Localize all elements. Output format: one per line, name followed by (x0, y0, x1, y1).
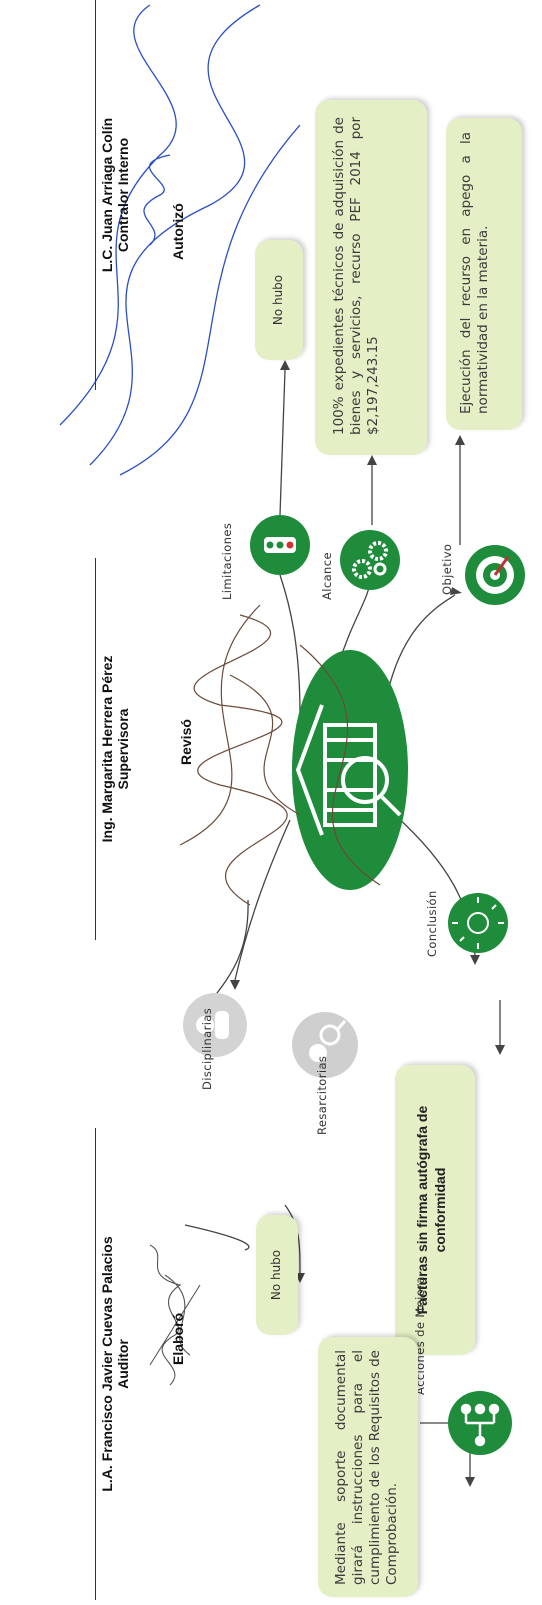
limitations-text: No hubo (271, 274, 285, 326)
people-search-icon (292, 1012, 358, 1078)
gears-icon (340, 530, 400, 590)
signature-authorized (59, 4, 301, 476)
reviewed-role: Supervisora (115, 708, 131, 790)
hierarchy-icon (448, 1391, 512, 1455)
prepared-title: Elaboró (170, 1312, 186, 1365)
limitations-label: Limitaciones (220, 522, 234, 600)
objective-label: Objetivo (440, 543, 454, 595)
disciplinarias-label: Disciplinarias (200, 1007, 214, 1090)
improvement-text: Mediante soporte documental girará instr… (333, 1350, 400, 1585)
conclusion-box: Facturas sin firma autógrafa de conformi… (395, 1065, 475, 1355)
scope-box: 100% expedientes técnicos de adquisición… (315, 100, 427, 455)
no-hubo-left-text: No hubo (269, 1249, 283, 1301)
reviewed-rule (95, 558, 96, 940)
authorized-rule (95, 0, 96, 390)
prepared-rule (95, 1128, 96, 1600)
authorized-title: Autorizó (170, 203, 186, 260)
no-hubo-left-box: No hubo (256, 1215, 298, 1335)
conclusion-label: Conclusión (425, 890, 439, 957)
authorized-role: Contralor Interno (115, 137, 131, 253)
objective-box: Ejecución del recurso en apego a la norm… (446, 118, 522, 430)
authorized-name: L.C. Juan Arriaga Colín (99, 117, 115, 273)
target-icon (465, 545, 525, 605)
signature-prepared (149, 1244, 201, 1386)
prepared-role: Auditor (115, 1339, 131, 1389)
scope-text: 100% expedientes técnicos de adquisición… (331, 117, 381, 435)
institution-search-icon (292, 650, 408, 890)
lightbulb-icon (448, 893, 508, 953)
traffic-light-icon (250, 515, 310, 575)
signature-reviewed (179, 604, 381, 906)
scope-label: Alcance (320, 552, 334, 600)
objective-text: Ejecución del recurso en apego a la norm… (458, 132, 491, 414)
limitations-box: No hubo (255, 240, 303, 360)
improvement-box: Mediante soporte documental girará instr… (318, 1337, 418, 1597)
reviewed-title: Revisó (178, 719, 194, 765)
reviewed-name: Ing. Margarita Herrera Pérez (99, 655, 115, 843)
people-group-icon (183, 993, 247, 1057)
resarcitorias-label: Resarcitorias (315, 1055, 329, 1135)
prepared-name: L.A. Francisco Javier Cuevas Palacios (99, 1236, 115, 1492)
